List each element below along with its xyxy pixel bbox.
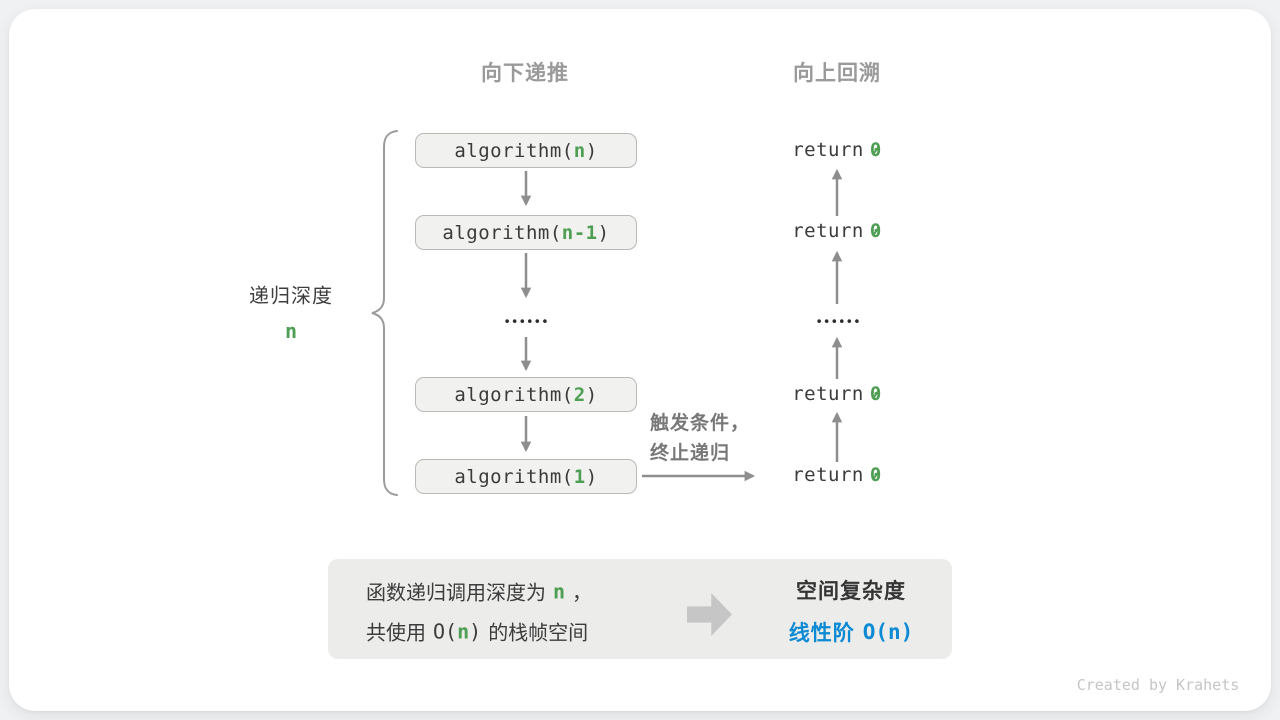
code-suffix: )	[585, 465, 598, 488]
code-suffix: )	[585, 139, 598, 162]
code-arg: n	[573, 139, 586, 162]
depth-value: n	[284, 319, 298, 343]
summary-var: n	[553, 579, 566, 603]
summary-var: n	[457, 619, 470, 643]
return-keyword: return	[792, 220, 864, 242]
result-code: O(n)	[862, 620, 914, 644]
depth-label: 递归深度	[249, 285, 333, 308]
call-box-algorithm-n-1: algorithm(n-1)	[415, 215, 637, 250]
code-suffix: )	[585, 383, 598, 406]
return-value: 0	[869, 220, 882, 242]
base-case-note-line1: 触发条件，	[650, 413, 751, 434]
ellipsis-left: ••••••	[504, 313, 551, 329]
code-prefix: algorithm(	[454, 139, 574, 162]
summary-panel	[328, 559, 952, 659]
result-value: 线性阶 O(n)	[789, 617, 914, 647]
summary-text: 函数递归调用深度为	[366, 582, 546, 605]
code-prefix: algorithm(	[454, 465, 574, 488]
call-box-algorithm-n: algorithm(n)	[415, 133, 637, 168]
call-box-algorithm-1: algorithm(1)	[415, 459, 637, 494]
code-open: O(	[433, 619, 458, 643]
summary-line2: 共使用 O(n) 的栈帧空间	[366, 617, 588, 646]
code-prefix: algorithm(	[454, 383, 574, 406]
call-box-algorithm-2: algorithm(2)	[415, 377, 637, 412]
code-suffix: )	[597, 221, 610, 244]
summary-comma: ，	[572, 582, 593, 605]
code-close: )	[469, 619, 482, 643]
credit-text: Created by Krahets	[1076, 676, 1240, 694]
ellipsis-right: ••••••	[816, 313, 863, 329]
return-value: 0	[869, 464, 882, 486]
code-prefix: algorithm(	[442, 221, 562, 244]
return-value: 0	[869, 139, 882, 161]
summary-lead: 共使用	[366, 622, 426, 645]
header-backtrack-up: 向上回溯	[793, 62, 881, 85]
return-keyword: return	[792, 383, 864, 405]
code-arg: 1	[573, 465, 586, 488]
result-label: 线性阶	[788, 622, 855, 645]
return-keyword: return	[792, 139, 864, 161]
return-value: 0	[869, 383, 882, 405]
return-keyword: return	[792, 464, 864, 486]
base-case-note-line2: 终止递归	[650, 443, 731, 464]
result-title: 空间复杂度	[796, 580, 906, 603]
summary-line1: 函数递归调用深度为 n ，	[366, 577, 592, 606]
summary-tail: 的栈帧空间	[488, 622, 589, 645]
code-arg: 2	[573, 383, 586, 406]
header-recurse-down: 向下递推	[481, 62, 569, 85]
code-arg: n-1	[561, 221, 598, 244]
